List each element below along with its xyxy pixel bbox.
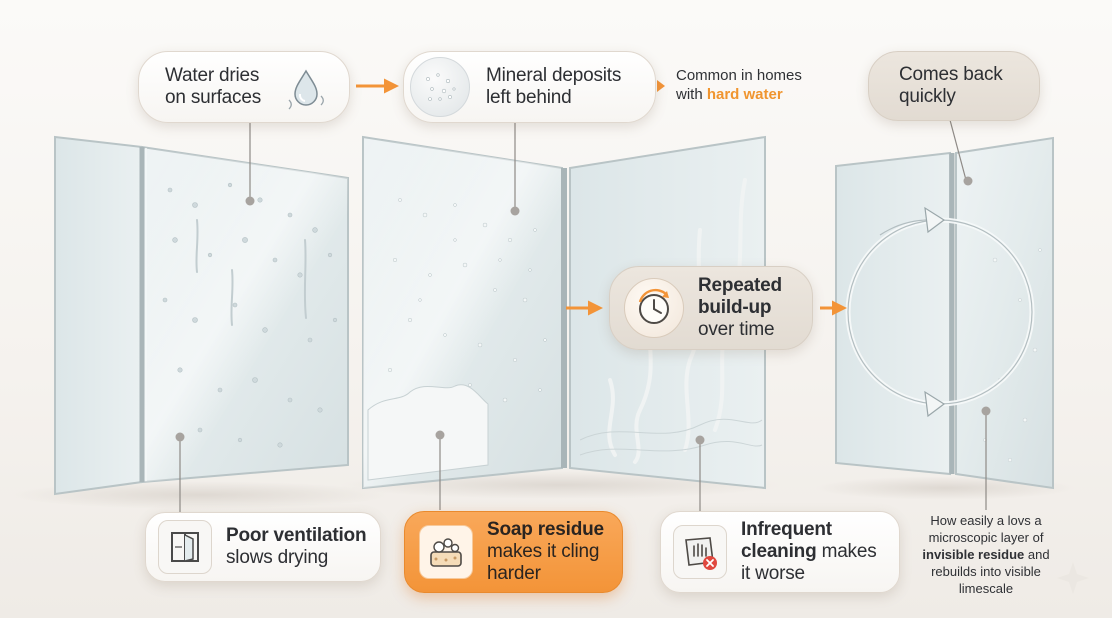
note-text: rebuilds into visible [931, 564, 1041, 579]
note-text: invisible residue [922, 547, 1025, 562]
hard-water-pointer [657, 80, 665, 92]
note-text: microscopic layer of [928, 530, 1044, 545]
callout-text-line: Infrequent [741, 519, 877, 541]
callout-poor-ventilation: Poor ventilation slows drying [145, 512, 381, 582]
callout-comes-back: Comes back quickly [868, 51, 1040, 121]
callout-text: Repeated [698, 275, 782, 296]
callout-text: Comes back [899, 64, 1003, 85]
note-text: Common in homes [676, 67, 802, 84]
hard-water-note: Common in homes with hard water [676, 66, 802, 104]
sponge-bubbles-icon [419, 525, 473, 579]
callout-text: harder [487, 563, 541, 584]
callout-text: makes [816, 541, 877, 562]
callout-text: it worse [741, 563, 805, 584]
callout-text: slows drying [226, 547, 329, 568]
shower-panel-mineral [362, 135, 766, 490]
callout-soap-residue: Soap residue makes it cling harder [404, 511, 623, 593]
callout-text: makes it cling [487, 541, 600, 562]
callout-infrequent-cleaning: Infrequent cleaning makes it worse [660, 511, 900, 593]
hard-water-highlight: hard water [706, 86, 783, 103]
callout-text: quickly [899, 86, 956, 107]
callout-text: on surfaces [165, 87, 262, 108]
callout-text: left behind [486, 87, 572, 108]
callout-water-dries: Water dries on surfaces [138, 51, 350, 123]
shower-panel-recurring [835, 136, 1054, 490]
callout-text: build-up [698, 297, 772, 318]
window-icon [158, 520, 212, 574]
note-text: and [1024, 547, 1050, 562]
callout-mineral-deposits: Mineral deposits left behind [403, 51, 656, 123]
connector-lines [179, 119, 987, 512]
callout-text: over time [698, 319, 775, 340]
connector-dots [175, 176, 991, 445]
callout-text: Infrequent [741, 519, 832, 540]
note-text: limescale [958, 581, 1014, 596]
water-drop-icon [283, 66, 329, 117]
clock-history-icon [624, 278, 684, 338]
note-text-line: invisible residue and [918, 546, 1054, 563]
callout-text: Poor ventilation [226, 525, 367, 546]
callout-text: Water dries [165, 65, 260, 86]
callout-text: Mineral deposits [486, 65, 622, 86]
residue-note: How easily a lovs a microscopic layer of… [918, 512, 1054, 597]
cleaning-cloth-icon [673, 525, 727, 579]
callout-text: cleaning [741, 541, 817, 562]
callout-repeated-buildup: Repeated build-up over time [609, 266, 813, 350]
note-text: with [676, 86, 707, 103]
shower-panel-clean [54, 135, 349, 496]
note-text-highlight-line: with hard water [676, 85, 802, 104]
note-text: How easily a lovs a [930, 513, 1042, 528]
sparkle-icon [1057, 562, 1089, 594]
callout-text: Soap residue [487, 519, 604, 540]
flow-arrows [356, 78, 847, 316]
mineral-spots-icon [410, 57, 470, 117]
callout-text-line: cleaning makes [741, 541, 877, 563]
